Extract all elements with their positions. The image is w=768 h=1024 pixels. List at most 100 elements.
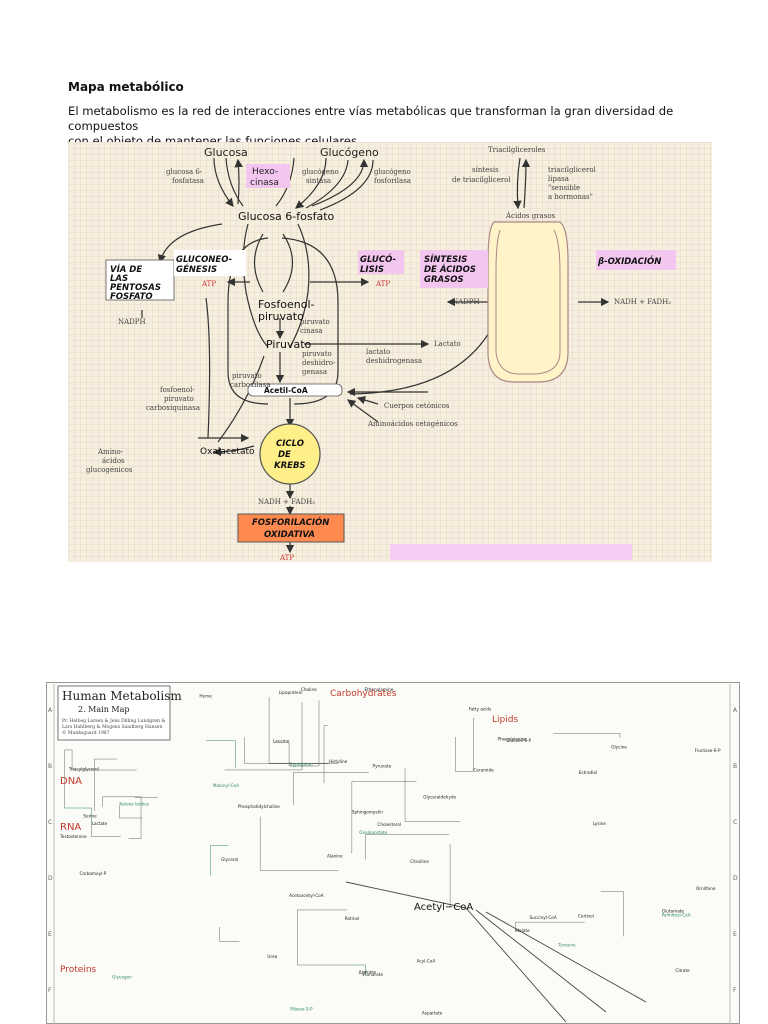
metabolite-label: Malate <box>515 928 530 933</box>
label-aa-gluco-1: Amino- <box>97 448 124 456</box>
metabolite-label: Citrate <box>675 968 690 973</box>
label-krebs-2: DE <box>278 450 291 460</box>
label-sintesis-ag-1: SÍNTESIS <box>424 253 467 265</box>
label-via-1: VÍA DE <box>110 263 142 275</box>
metabolite-label: Cortisol <box>578 913 594 918</box>
metabolite-label: Ribose-5-P <box>290 1007 313 1012</box>
pathway-edge <box>365 834 449 860</box>
metabolite-label: Lipoprotein <box>279 690 303 695</box>
label-aa-ceto: Aminoácidos cetogénicos <box>367 420 458 428</box>
label-lipasa-3: "sensible <box>548 184 580 192</box>
label-g6fosfatasa-2: fosfatasa <box>172 177 204 185</box>
metabolite-label: Fumarate <box>363 972 383 977</box>
line-glucogeno-2 <box>305 159 349 209</box>
label-nadph-left: NADPH <box>118 318 146 326</box>
section-carbohydrates: Carbohydrates <box>330 689 397 699</box>
label-ldh-2: deshidrogenasa <box>366 357 422 365</box>
label-sintesis-ag-2: DE ÁCIDOS <box>424 263 476 275</box>
label-pep-2: piruvato <box>258 310 304 323</box>
metabolite-label: Testosterone <box>59 834 87 839</box>
label-nadh-fadh-bottom: NADH + FADH₂ <box>258 498 315 506</box>
section-lipids: Lipids <box>492 715 518 725</box>
label-via-2: LAS <box>110 274 128 284</box>
metabolite-label: Palmitoyl-CoA <box>662 913 691 918</box>
label-atp-right: ATP <box>375 280 390 288</box>
metabolite-label: Acetoacetyl-CoA <box>289 893 324 898</box>
metabolite-label: Malonyl-CoA <box>213 783 239 788</box>
pathway-edge <box>358 973 364 977</box>
label-hexo-1: Hexo- <box>252 167 278 177</box>
label-gfosforilasa-2: fosforilasa <box>374 177 411 185</box>
metabolite-label: Tryptophan <box>288 762 313 767</box>
pathway-edge <box>553 732 621 738</box>
metabolite-label: Triacylglycerol <box>68 766 99 771</box>
glucolisis-box <box>358 250 404 274</box>
label-gfosforilasa-1: glucógeno <box>374 168 411 176</box>
arrow-ag-tri <box>521 158 531 209</box>
human-metabolism-svg: GlycogenGlucose-6-PFructose-6-PGlycerald… <box>46 682 740 1024</box>
acetil-box <box>247 383 343 397</box>
metabolite-label: Fatty acids <box>469 707 492 712</box>
label-nadph-right: NADPH <box>452 298 480 306</box>
line-pentose-down <box>205 297 211 439</box>
label-g6p: Glucosa 6-fosfato <box>238 210 335 223</box>
metabolite-label: Estradiol <box>579 770 597 775</box>
metabolite-label: Serine <box>83 814 97 819</box>
pathway-edge <box>297 932 352 966</box>
arrow-g6p-glucogeno <box>311 158 369 207</box>
metabolite-label: Succinyl-CoA <box>529 915 556 920</box>
row-label-c-right: C <box>733 819 737 826</box>
metabolite-label: Glucose-6-P <box>506 738 531 743</box>
label-pepck-2: piruvato <box>164 395 194 403</box>
metabolite-label: Glycogen <box>112 974 132 979</box>
pathway-edge <box>351 964 366 974</box>
page-title: Mapa metabólico <box>68 80 184 94</box>
line-glucogeno-3 <box>319 159 374 211</box>
metabolite-label: Aspartate <box>422 1011 443 1016</box>
label-glucolisis-2: LISIS <box>360 265 384 275</box>
arrow-cuerpos <box>356 396 379 405</box>
metabolite-label: Leucine <box>273 738 290 743</box>
pathway-edge <box>449 843 451 908</box>
row-label-e-right: E <box>733 931 737 938</box>
pathway-edge-major <box>345 881 467 909</box>
metabolite-label: Tyrosine <box>557 943 576 948</box>
label-fos-1: FOSFORILACIÓN <box>252 516 329 528</box>
label-oxal: Oxalacetato <box>200 447 255 457</box>
metabolite-label: Oxaloacetate <box>359 830 387 835</box>
metabolite-label: Phosphatidylcholine <box>238 804 280 809</box>
line-inner-gluconeo <box>254 233 264 293</box>
metabolic-map-svg: Glucosa Glucógeno Hexo- cinasa glucosa 6… <box>86 146 676 562</box>
map-credit-3: © Munksgaard 1987 <box>62 729 110 736</box>
row-label-f: F <box>48 987 52 994</box>
label-acidos-grasos: Ácidos grasos <box>505 211 556 220</box>
metabolite-label: Lysine <box>593 821 606 826</box>
label-lipasa-4: a hormonas" <box>548 193 593 201</box>
label-beta-ox: β-OXIDACIÓN <box>597 255 661 267</box>
metabolite-label: Ketone bodies <box>119 802 149 807</box>
pathway-edge <box>268 697 339 765</box>
sintesis-ag-box <box>420 250 488 288</box>
line-outer-left <box>227 237 269 405</box>
row-label-e: E <box>48 931 52 938</box>
pathway-edge <box>293 772 369 805</box>
metabolite-label: Ceramide <box>473 767 494 772</box>
label-krebs-1: CICLO <box>276 439 304 449</box>
label-gsintasa-1: glucógeno <box>302 168 339 176</box>
pink-strip <box>390 544 632 560</box>
metabolite-label: Alanine <box>327 853 343 858</box>
metabolite-label: Pyruvate <box>373 763 392 768</box>
lipid-capsule-inner <box>495 229 561 375</box>
line-gluconeo-loop <box>242 223 269 348</box>
label-fos-2: OXIDATIVA <box>264 530 315 540</box>
betaox-box <box>596 250 676 270</box>
metabolite-label: Glutamate <box>662 908 685 913</box>
pathway-edge <box>219 926 240 942</box>
label-glucosa: Glucosa <box>204 146 248 159</box>
pathway-edge <box>206 740 236 768</box>
line-pcarb <box>217 355 265 443</box>
pathway-edge <box>64 749 73 809</box>
label-nadh-fadh-right: NADH + FADH₂ <box>614 298 671 306</box>
label-triacil: Triacilgliceroles <box>488 146 546 154</box>
